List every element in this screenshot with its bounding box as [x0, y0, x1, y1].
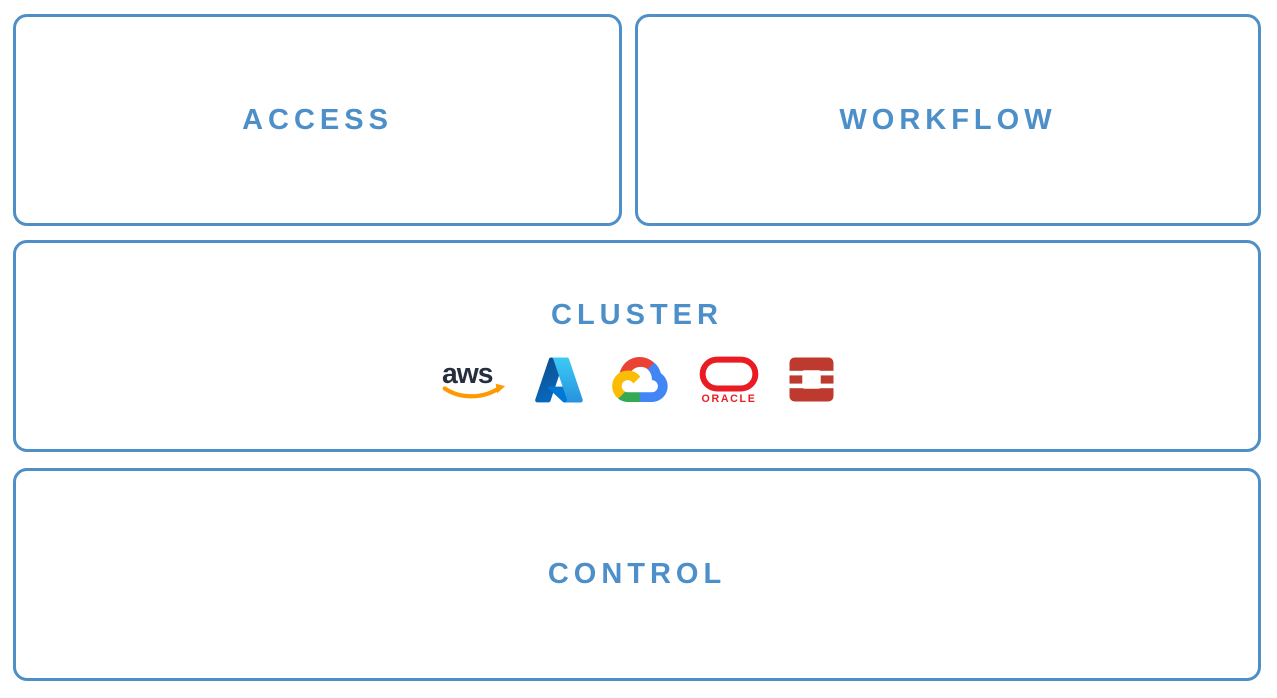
oracle-icon: ORACLE	[699, 356, 758, 405]
aws-icon: aws	[441, 356, 505, 398]
azure-icon	[534, 357, 583, 402]
oracle-wordmark: ORACLE	[701, 393, 756, 405]
cloud-provider-logos: aws	[441, 354, 834, 406]
control-label: CONTROL	[547, 558, 727, 590]
google-cloud-icon	[611, 357, 668, 402]
access-label: ACCESS	[242, 103, 393, 136]
workflow-box: WORKFLOW	[635, 14, 1261, 226]
workflow-label: WORKFLOW	[839, 103, 1057, 136]
aws-swoosh-arrow	[495, 383, 505, 393]
oracle-ring	[699, 356, 758, 391]
access-box: ACCESS	[13, 14, 622, 226]
cluster-box: CLUSTER aws	[13, 240, 1261, 452]
aws-swoosh	[442, 385, 501, 398]
openstack-icon	[788, 357, 834, 402]
aws-wordmark: aws	[441, 356, 492, 388]
cluster-label: CLUSTER	[551, 298, 723, 331]
control-box: CONTROL	[13, 468, 1261, 681]
